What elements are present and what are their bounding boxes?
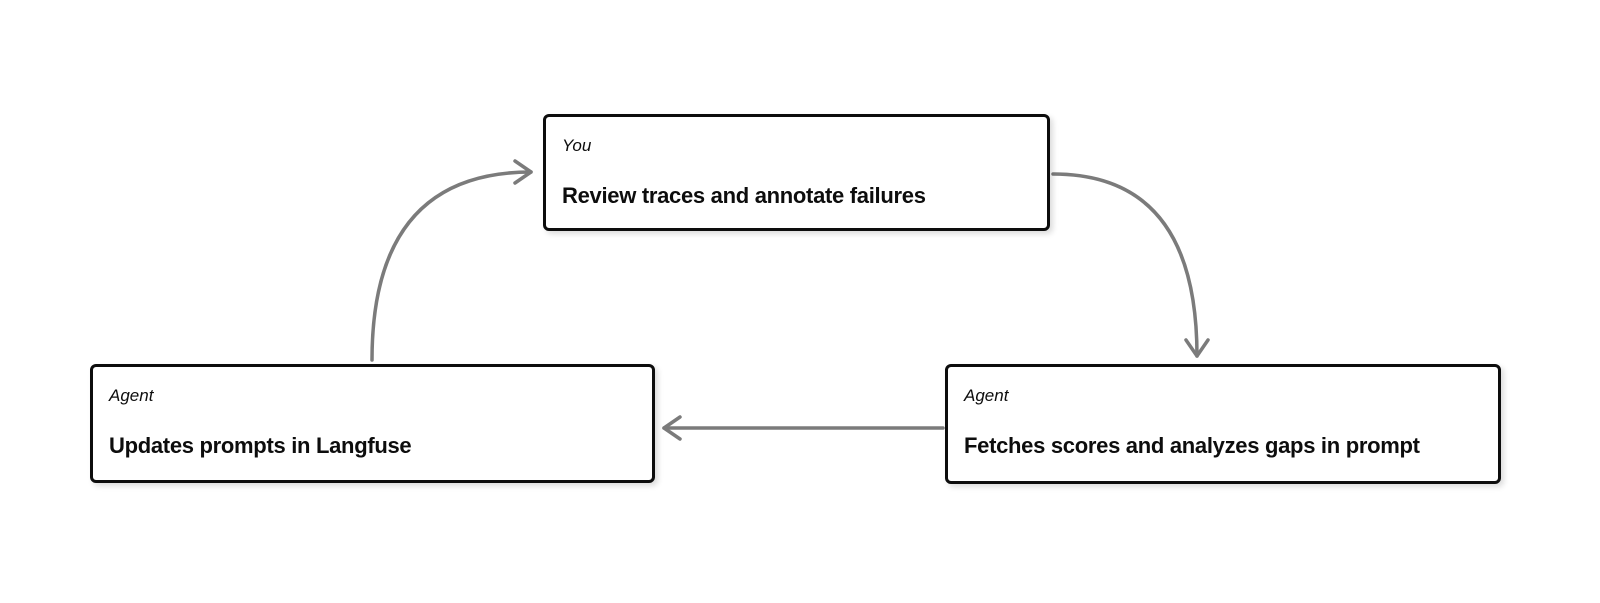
- node-title: Updates prompts in Langfuse: [109, 433, 412, 459]
- node-agent-fetch: Agent Fetches scores and analyzes gaps i…: [945, 364, 1501, 484]
- node-role-label: Agent: [964, 386, 1009, 405]
- node-role-label: You: [562, 136, 592, 155]
- edge-you-review-to-agent-fetch: [1051, 172, 1210, 358]
- node-agent-update: Agent Updates prompts in Langfuse: [90, 364, 655, 483]
- node-you-review: You Review traces and annotate failures: [543, 114, 1050, 231]
- node-role-label: Agent: [109, 386, 154, 405]
- node-title: Review traces and annotate failures: [562, 183, 926, 209]
- edge-agent-update-to-you-review: [370, 159, 533, 362]
- node-title: Fetches scores and analyzes gaps in prom…: [964, 433, 1420, 459]
